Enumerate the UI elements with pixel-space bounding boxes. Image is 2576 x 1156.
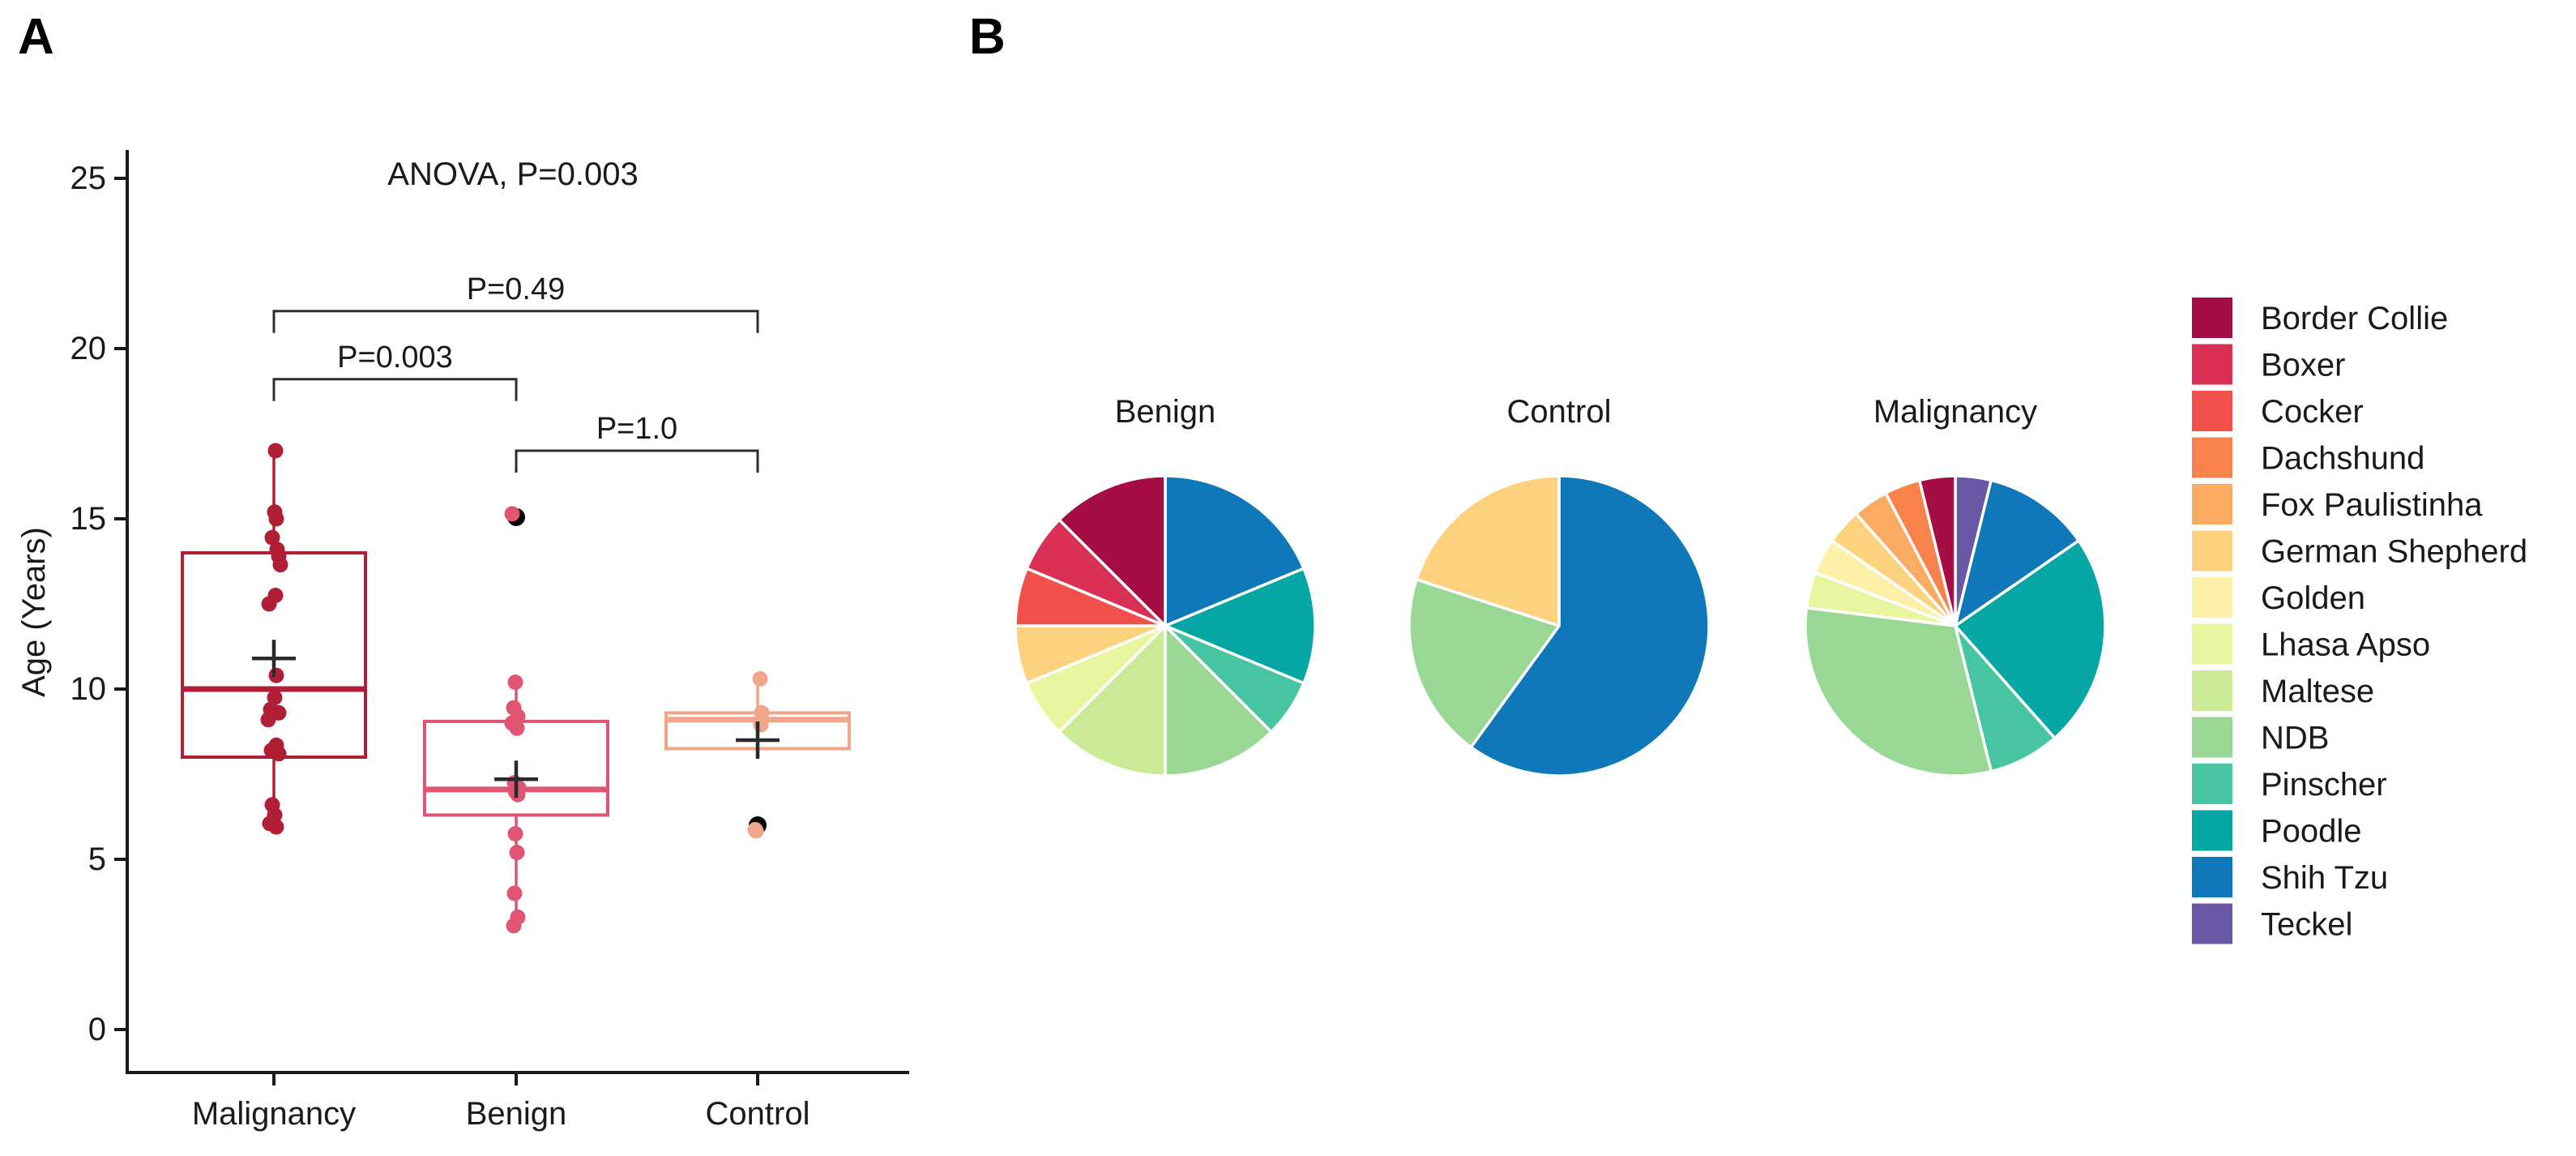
anova-annotation: ANOVA, P=0.003 xyxy=(387,156,638,192)
jitter-point xyxy=(752,670,768,687)
x-category-label: Benign xyxy=(466,1096,567,1132)
legend-label: Border Collie xyxy=(2261,301,2448,336)
pie-slice-border-collie xyxy=(1917,474,1957,627)
comparison-bracket xyxy=(272,378,518,401)
legend-label: Cocker xyxy=(2261,394,2364,430)
legend-swatch xyxy=(2192,717,2232,758)
jitter-point xyxy=(261,596,277,612)
jitter-point xyxy=(506,885,523,901)
jitter-point xyxy=(271,746,287,762)
jitter-point xyxy=(506,918,522,934)
legend-label: Golden xyxy=(2261,580,2365,616)
pie-slice-shih-tzu xyxy=(1164,474,1305,627)
legend-swatch xyxy=(2192,391,2232,431)
jitter-point xyxy=(507,826,523,841)
pie-slice-shih-tzu xyxy=(1469,474,1711,777)
legend-swatch xyxy=(2192,810,2232,851)
pie-benign: Benign xyxy=(1014,394,1317,777)
pie-title: Control xyxy=(1507,394,1612,430)
jitter-point xyxy=(747,821,763,837)
comparison-bracket xyxy=(515,449,759,473)
comparison-p-label: P=0.49 xyxy=(467,272,566,306)
pie-slice-german-shepherd xyxy=(1415,474,1561,627)
pie-slice-border-collie xyxy=(1057,474,1167,627)
legend-swatch xyxy=(2192,903,2232,944)
jitter-point xyxy=(272,557,288,573)
legend-label: Poodle xyxy=(2261,814,2362,850)
legend-swatch xyxy=(2192,623,2232,665)
jitter-point xyxy=(754,704,770,721)
pie-title: Malignancy xyxy=(1873,394,2037,430)
jitter-point xyxy=(268,511,284,527)
pie-slice-ndb xyxy=(1164,624,1273,777)
pie-malignancy: Malignancy xyxy=(1804,394,2107,777)
x-category-label: Malignancy xyxy=(192,1096,356,1132)
legend-swatch xyxy=(2192,670,2232,711)
legend-swatch xyxy=(2192,530,2232,572)
jitter-point xyxy=(267,690,283,705)
pie-title: Benign xyxy=(1115,394,1216,430)
pie-slice-maltese xyxy=(1057,624,1167,777)
jitter-point xyxy=(260,712,276,728)
y-axis-title: Age (Years) xyxy=(16,527,52,697)
box-group-malignancy xyxy=(181,443,367,835)
legend-swatch xyxy=(2192,437,2232,478)
legend-label: Boxer xyxy=(2261,348,2346,383)
jitter-point xyxy=(264,529,280,546)
pie-slice-shih-tzu xyxy=(1954,478,2080,627)
panel-b-label: B xyxy=(969,9,1006,65)
pie-slice-ndb xyxy=(1408,578,1561,749)
x-category-label: Control xyxy=(706,1096,810,1132)
jitter-point xyxy=(268,667,284,683)
y-tick-label: 0 xyxy=(88,1012,106,1047)
legend-label: German Shepherd xyxy=(2261,534,2527,570)
legend-label: Fox Paulistinha xyxy=(2261,487,2483,523)
jitter-point xyxy=(504,506,520,522)
legend-label: Dachshund xyxy=(2261,441,2424,477)
pie-control: Control xyxy=(1408,394,1711,777)
legend-swatch xyxy=(2192,577,2232,618)
legend-label: Maltese xyxy=(2261,674,2374,709)
comparison-p-label: P=1.0 xyxy=(596,412,677,446)
panel-a-label: A xyxy=(18,9,54,65)
pie-slice-poodle xyxy=(1954,539,2107,740)
legend-swatch xyxy=(2192,344,2232,385)
legend-label: NDB xyxy=(2261,721,2329,756)
comparison-p-label: P=0.003 xyxy=(337,340,453,375)
legend-swatch xyxy=(2192,484,2232,524)
pie-slice-poodle xyxy=(1164,567,1317,685)
legend-label: Shih Tzu xyxy=(2261,860,2388,896)
legend-swatch xyxy=(2192,298,2232,338)
legend-label: Teckel xyxy=(2261,907,2352,943)
jitter-point xyxy=(509,845,525,861)
y-tick-label: 10 xyxy=(70,671,107,707)
legend-label: Pinscher xyxy=(2261,767,2387,803)
jitter-point xyxy=(267,443,284,459)
pie-panel: Benign Control Malignancy Border CollieBoxe… xyxy=(1014,298,2527,944)
box-group-benign xyxy=(423,506,609,934)
legend-swatch xyxy=(2192,764,2232,804)
pie-slice-ndb xyxy=(1804,606,1993,777)
y-tick-label: 20 xyxy=(70,331,107,366)
y-tick-label: 25 xyxy=(70,161,107,196)
y-tick-label: 5 xyxy=(88,841,106,877)
comparison-bracket xyxy=(272,310,759,333)
jitter-point xyxy=(507,674,523,691)
legend-swatch xyxy=(2192,857,2232,897)
y-tick-label: 15 xyxy=(70,501,107,537)
median-line xyxy=(182,686,365,692)
legend-label: Lhasa Apso xyxy=(2261,627,2430,663)
box-group-control xyxy=(664,670,851,839)
jitter-point xyxy=(268,819,284,835)
jitter-point xyxy=(753,717,769,733)
jitter-point xyxy=(509,720,525,736)
